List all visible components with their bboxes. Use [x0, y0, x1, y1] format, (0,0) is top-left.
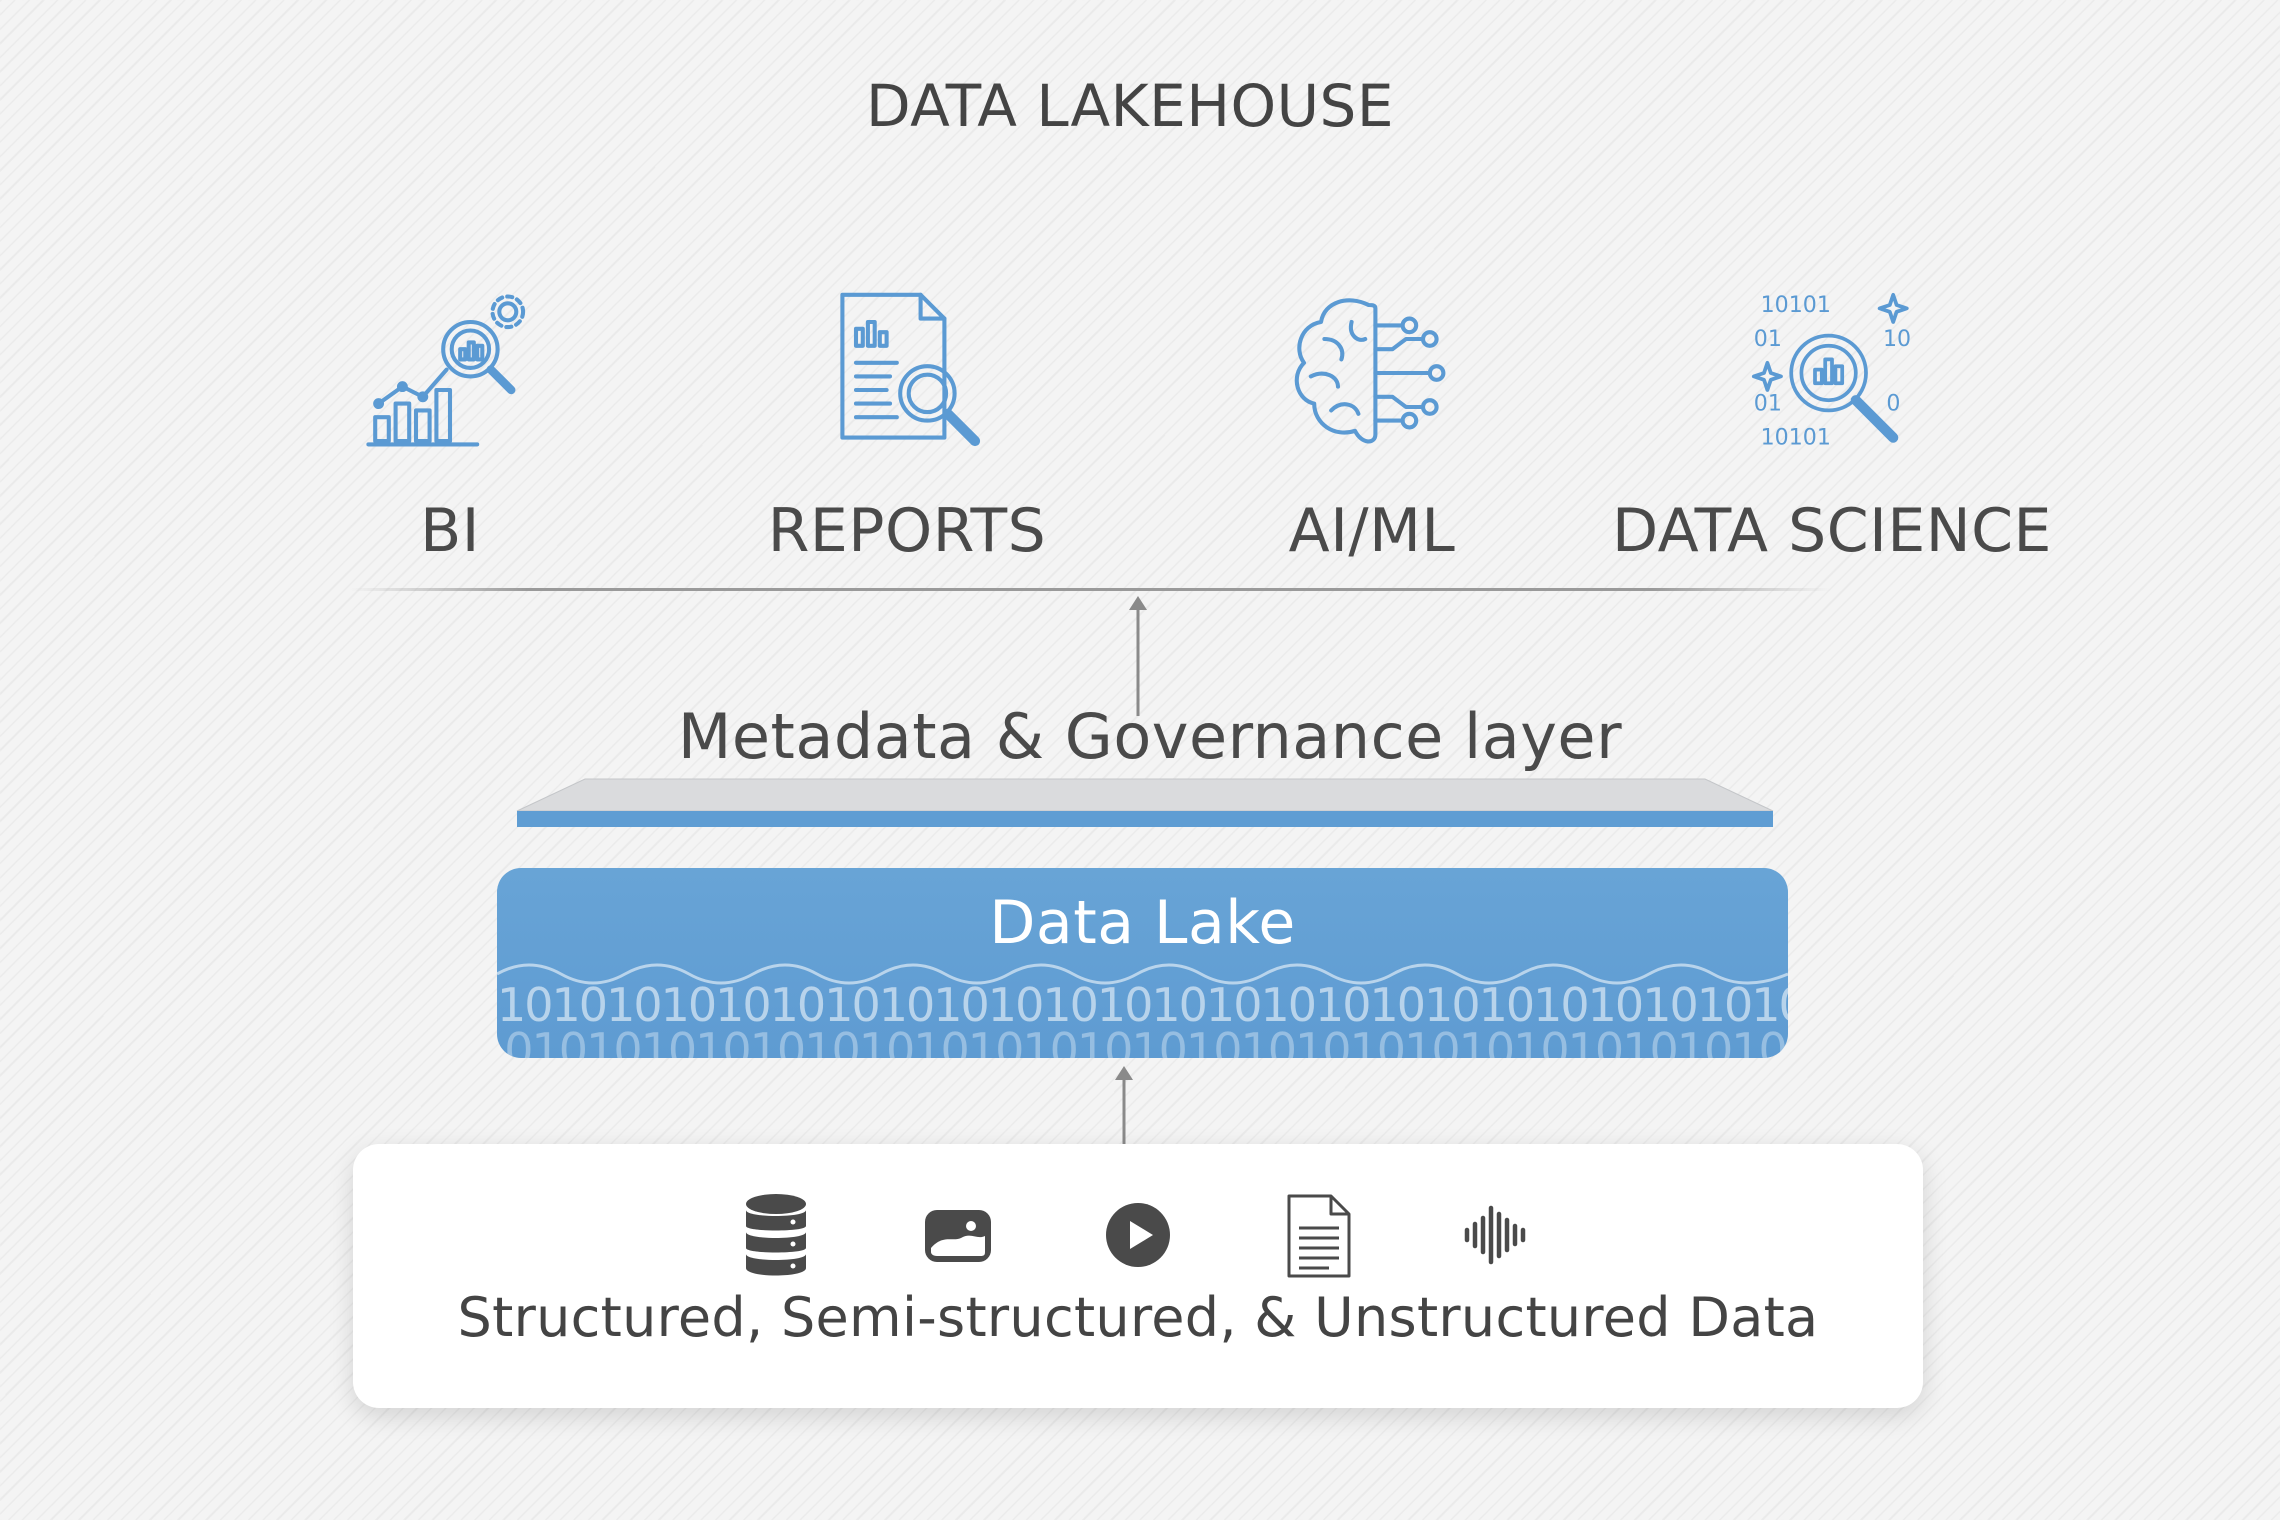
binary-pattern: 1010101010101010101010101010101010101010… [497, 978, 1788, 1032]
metadata-layer-label: Metadata & Governance layer [677, 700, 1623, 773]
report-search-icon [822, 288, 992, 458]
audio-waveform-icon [1453, 1190, 1543, 1280]
up-arrow-to-consumers [1129, 596, 1147, 716]
svg-text:10101: 10101 [1761, 292, 1831, 318]
diagram-title: DATA LAKEHOUSE [865, 72, 1395, 140]
consumer-divider [350, 588, 1830, 591]
svg-text:01: 01 [1754, 390, 1782, 416]
svg-text:10101: 10101 [1761, 424, 1831, 450]
svg-text:0: 0 [1886, 390, 1900, 416]
data-sources-card: Structured, Semi-structured, & Unstructu… [353, 1144, 1923, 1408]
image-icon [913, 1190, 1003, 1280]
consumer-reports: REPORTS [677, 288, 1137, 566]
consumer-label-data-science: DATA SCIENCE [1612, 496, 2052, 566]
consumer-label-reports: REPORTS [767, 496, 1047, 566]
binary-magnifier-icon: 10101 01 10 01 0 10101 [1747, 288, 1917, 458]
database-icon [731, 1190, 821, 1280]
svg-text:01: 01 [1754, 326, 1782, 352]
data-sources-label: Structured, Semi-structured, & Unstructu… [457, 1286, 1819, 1349]
bi-analytics-icon [365, 288, 535, 458]
consumer-label-bi: BI [420, 496, 480, 566]
consumer-bi: BI [220, 288, 680, 566]
water-wave [497, 963, 1788, 985]
data-lake: Data Lake 101010101010101010101010101010… [497, 868, 1788, 1058]
consumer-data-science: 10101 01 10 01 0 10101 DATA SCIENCE [1602, 288, 2062, 566]
up-arrow-to-data-lake [1115, 1066, 1133, 1146]
binary-pattern-lower: 1010101010101010101010101010101010101010… [497, 1023, 1788, 1058]
brain-circuit-icon [1287, 288, 1457, 458]
data-lake-label: Data Lake [989, 888, 1296, 958]
video-play-icon [1093, 1190, 1183, 1280]
metadata-layer-slab [516, 778, 1774, 827]
consumer-label-ai-ml: AI/ML [1288, 496, 1456, 566]
svg-text:10: 10 [1883, 326, 1911, 352]
document-icon [1273, 1190, 1363, 1280]
consumer-ai-ml: AI/ML [1142, 288, 1602, 566]
